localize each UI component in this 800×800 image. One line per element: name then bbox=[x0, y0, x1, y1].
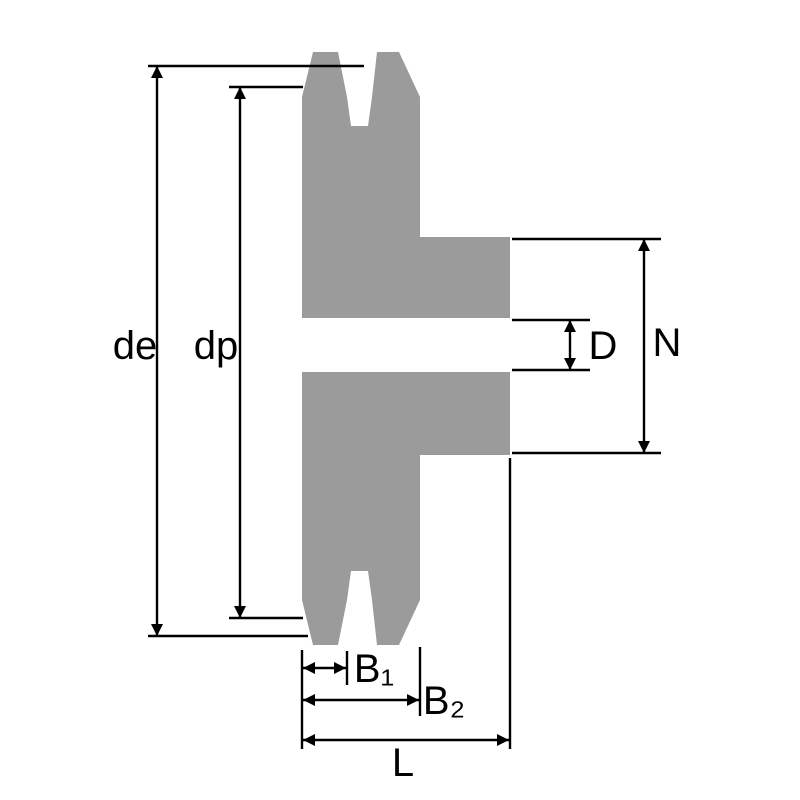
label-de: de bbox=[113, 324, 158, 368]
dimension-labels: de dp D N B₁ B₂ L bbox=[113, 321, 682, 785]
label-b1: B₁ bbox=[354, 647, 394, 691]
label-b2: B₂ bbox=[423, 679, 465, 723]
label-l: L bbox=[392, 741, 414, 785]
label-d: D bbox=[589, 324, 618, 368]
bore-band bbox=[302, 318, 510, 372]
sprocket-body bbox=[302, 52, 510, 645]
label-dp: dp bbox=[194, 324, 239, 368]
label-n: N bbox=[653, 321, 682, 365]
dimension-lines bbox=[148, 64, 661, 749]
